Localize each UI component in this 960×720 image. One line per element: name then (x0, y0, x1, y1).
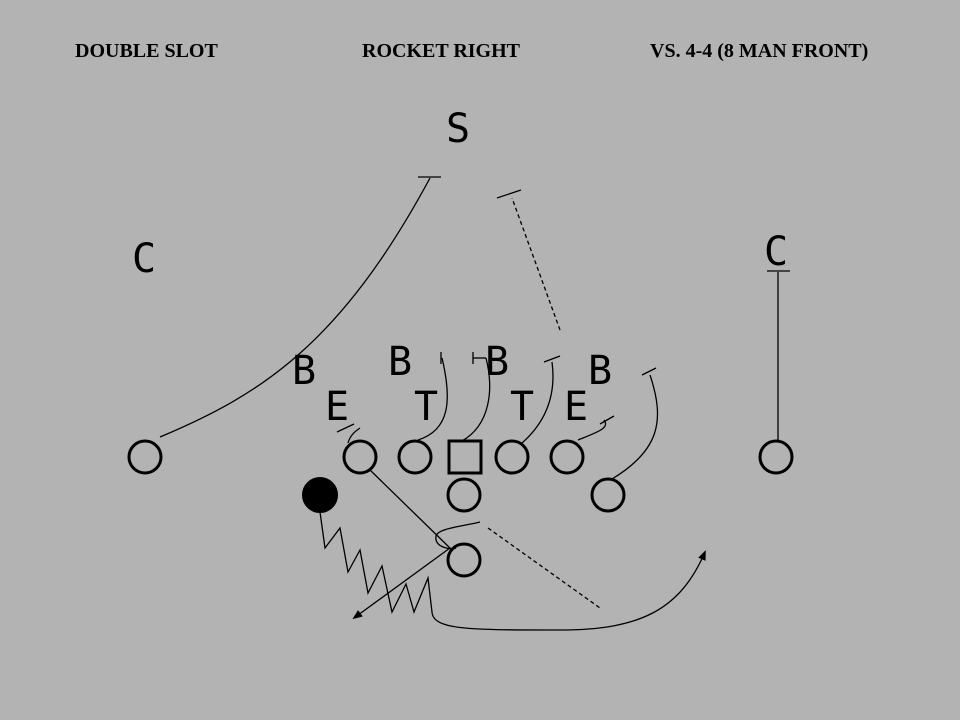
tackle-left-label: T (414, 384, 438, 430)
tackle-right-label: T (510, 384, 534, 430)
block-slot-back (611, 374, 659, 480)
right-guard (494, 439, 530, 475)
formation-title: DOUBLE SLOT (75, 40, 218, 62)
quarterback (446, 477, 482, 513)
right-tackle (549, 439, 585, 475)
backer-3-label: B (485, 339, 509, 385)
route-lead-line (369, 469, 453, 551)
block-tee-backer-4 (641, 367, 657, 376)
fullback (446, 542, 482, 578)
safety-label: S (446, 106, 470, 152)
block-tee-deep (496, 189, 522, 199)
route-split-end-left (159, 177, 431, 438)
corner-right-label: C (764, 229, 788, 275)
backer-1-label: B (292, 348, 316, 394)
route-rocket-motion (319, 511, 706, 631)
slot-back-right (590, 477, 626, 513)
end-left-label: E (325, 384, 349, 430)
split-end-right (758, 439, 794, 475)
backer-2-label: B (388, 339, 412, 385)
backer-4-label: B (588, 348, 612, 394)
block-tee-left-end (336, 423, 355, 433)
ball-carrier (302, 477, 338, 513)
dashed-qb-path (487, 527, 601, 609)
center (447, 439, 483, 475)
end-right-label: E (564, 384, 588, 430)
block-right-guard (521, 361, 554, 444)
split-end-left (127, 439, 163, 475)
block-left-guard (417, 357, 448, 441)
block-center (461, 357, 491, 442)
block-left-tackle (347, 427, 361, 444)
left-tackle (342, 439, 378, 475)
block-tee-right-end (599, 415, 615, 425)
block-tee-backer-3b (543, 355, 561, 363)
route-qb-mesh (435, 521, 481, 550)
play-title: ROCKET RIGHT (362, 40, 520, 62)
corner-left-label: C (132, 236, 156, 282)
defense-title: VS. 4-4 (8 MAN FRONT) (650, 40, 869, 62)
dashed-safety-path (511, 197, 561, 331)
route-fullback-arrow (352, 547, 451, 620)
left-guard (397, 439, 433, 475)
